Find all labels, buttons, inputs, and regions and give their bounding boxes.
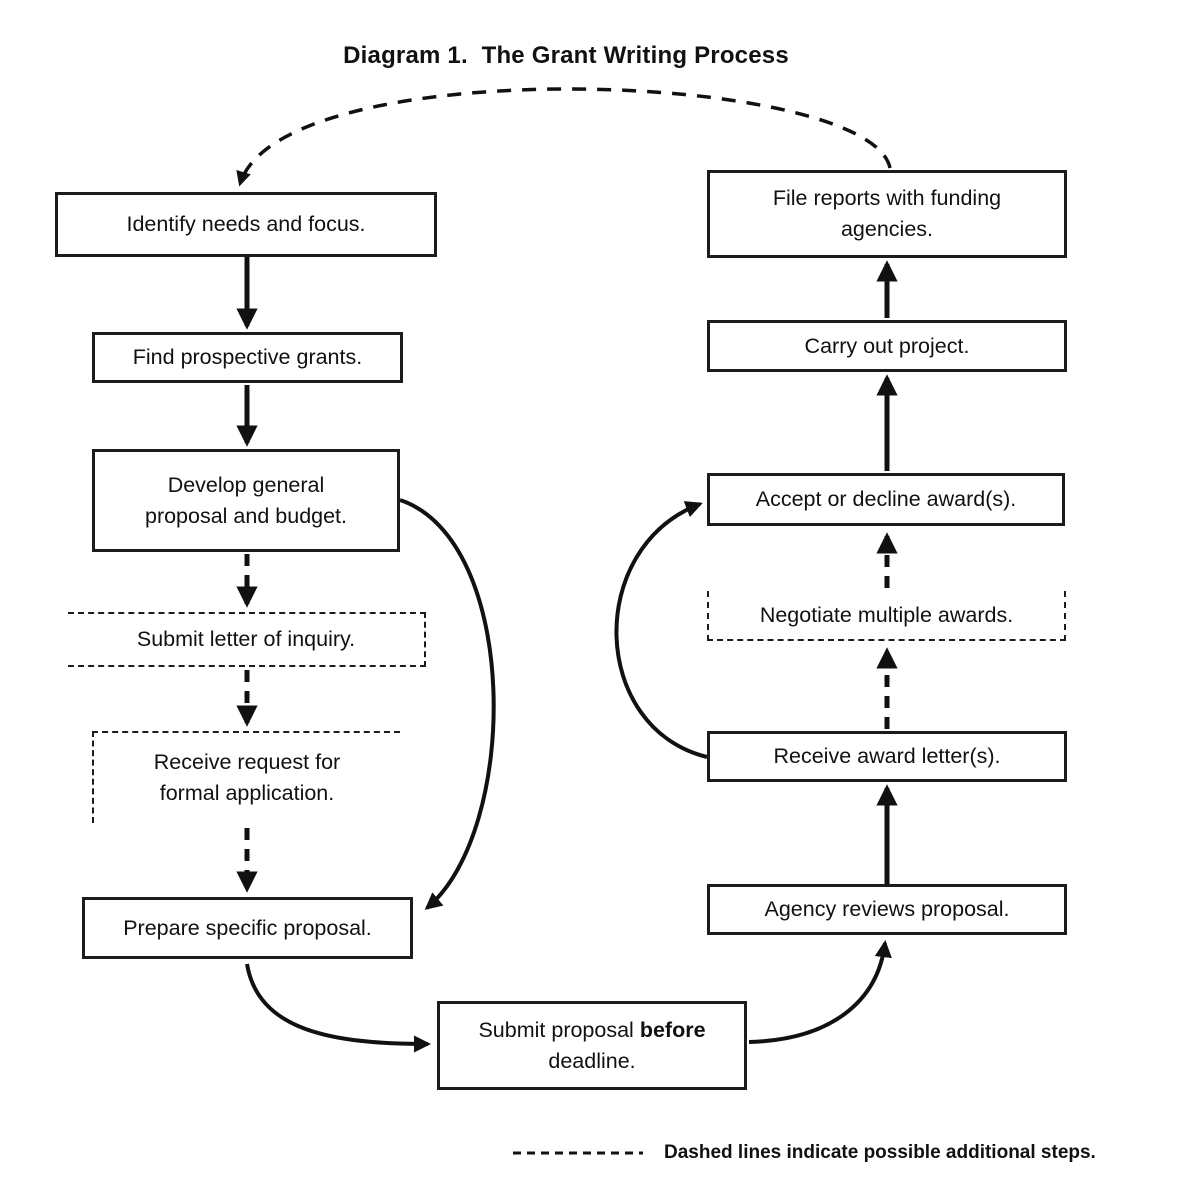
diagram-title: Diagram 1. The Grant Writing Process xyxy=(343,42,789,69)
node-label: Carry out project. xyxy=(804,333,970,358)
legend-text: Dashed lines indicate possible additiona… xyxy=(664,1142,1096,1163)
arrow-submit-to-agency-curve xyxy=(748,940,892,1044)
node-label: Negotiate multiple awards. xyxy=(759,602,1014,627)
node-label: Prepare specific proposal. xyxy=(123,915,372,940)
arrow-award-to-accept-curve xyxy=(614,501,708,759)
node-carry-out-project: Carry out project. xyxy=(707,320,1067,372)
node-file-reports: File reports with funding agencies. xyxy=(707,170,1067,258)
node-label: Submit proposal before deadline. xyxy=(478,1017,706,1073)
node-accept-decline: Accept or decline award(s). xyxy=(707,473,1065,526)
node-submit-inquiry: Submit letter of inquiry. xyxy=(68,612,426,667)
node-agency-reviews: Agency reviews proposal. xyxy=(707,884,1067,935)
node-submit-proposal: Submit proposal before deadline. xyxy=(437,1001,747,1090)
node-receive-request: Receive request for formal application. xyxy=(92,731,400,823)
legend: Dashed lines indicate possible additiona… xyxy=(513,1138,1096,1168)
node-prepare-proposal: Prepare specific proposal. xyxy=(82,897,413,959)
node-receive-award: Receive award letter(s). xyxy=(707,731,1067,782)
arrow-develop-to-prepare-curve xyxy=(399,498,496,910)
arrow-file-to-identify-dashed-curve xyxy=(236,87,892,187)
arrow-prepare-to-submit-curve xyxy=(245,963,432,1053)
node-identify-needs: Identify needs and focus. xyxy=(55,192,437,257)
node-find-grants: Find prospective grants. xyxy=(92,332,403,383)
node-develop-proposal: Develop general proposal and budget. xyxy=(92,449,400,552)
node-label: Submit letter of inquiry. xyxy=(136,627,356,651)
node-label: Find prospective grants. xyxy=(132,345,363,369)
node-label: Agency reviews proposal. xyxy=(764,897,1010,921)
node-label: Receive award letter(s). xyxy=(773,744,1001,768)
node-negotiate-awards: Negotiate multiple awards. xyxy=(707,591,1066,641)
node-label: Identify needs and focus. xyxy=(126,212,366,236)
node-label: Develop general proposal and budget. xyxy=(144,472,348,528)
node-label: Receive request for formal application. xyxy=(153,750,341,805)
node-label: File reports with funding agencies. xyxy=(772,186,1002,241)
legend-dashed-line-sample xyxy=(513,1151,643,1155)
node-label: Accept or decline award(s). xyxy=(755,487,1017,511)
